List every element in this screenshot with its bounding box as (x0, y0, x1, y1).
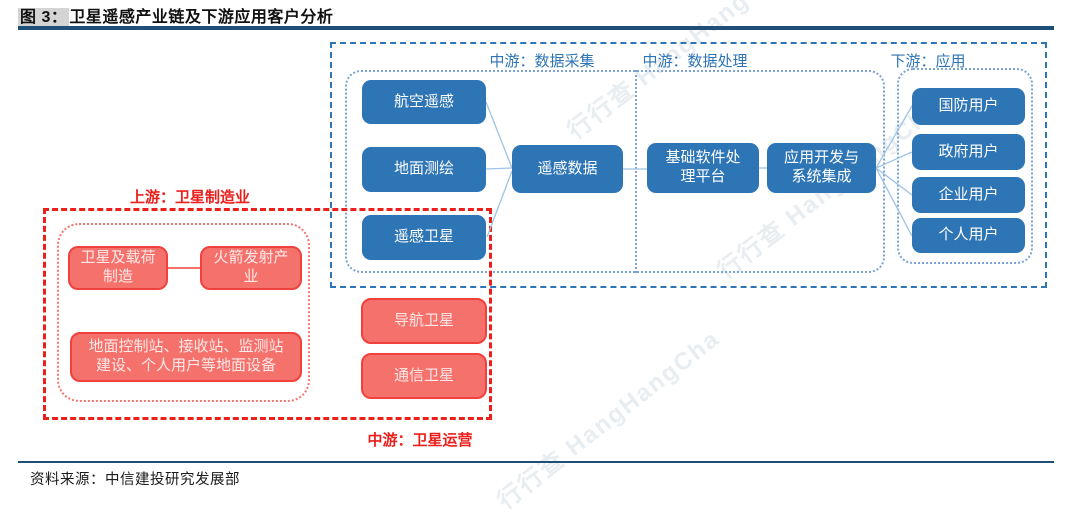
node-enterprise-users: 企业用户 (912, 177, 1025, 213)
node-government-users: 政府用户 (912, 134, 1025, 170)
node-rocket-launch-industry: 火箭发射产业 (200, 246, 302, 290)
label-upstream-manufacturing: 上游：卫星制造业 (129, 189, 251, 206)
collection-processing-divider (635, 70, 637, 273)
connector-lines (168, 101, 913, 269)
label-midstream-operation: 中游：卫星运营 (367, 432, 473, 449)
figure-number-highlight: 图 3： (18, 8, 70, 27)
node-defense-users: 国防用户 (912, 88, 1025, 125)
node-ground-surveying: 地面测绘 (362, 147, 486, 192)
node-software-platform: 基础软件处理平台 (647, 143, 759, 193)
top-rule (18, 26, 1054, 30)
data-collection-processing-container (345, 70, 885, 273)
source-attribution: 资料来源：中信建投研究发展部 (30, 472, 240, 488)
node-communication-satellite: 通信卫星 (361, 353, 487, 399)
figure-title: 图 3：卫星遥感产业链及下游应用客户分析 (18, 3, 333, 27)
midstream-downstream-dashed-container (330, 42, 1047, 288)
satellite-manufacturing-container (57, 223, 310, 402)
label-data-processing: 中游：数据处理 (642, 53, 748, 70)
node-ground-equipment: 地面控制站、接收站、监测站建设、个人用户等地面设备 (70, 332, 302, 382)
label-downstream-application: 下游：应用 (890, 53, 966, 70)
label-data-collection: 中游：数据采集 (489, 53, 595, 70)
upstream-operation-dashed-container (43, 208, 492, 420)
bottom-rule (18, 461, 1054, 463)
node-remote-sensing-data: 遥感数据 (512, 145, 623, 193)
node-remote-sensing-satellite: 遥感卫星 (362, 215, 486, 260)
node-satellite-payload-manufacturing: 卫星及载荷制造 (68, 246, 168, 290)
figure-canvas: 行行查 HangHangCha 行行查 HangHangCha 行行查 Hang… (18, 0, 1054, 515)
downstream-users-container (897, 68, 1033, 264)
node-app-dev-system-integration: 应用开发与系统集成 (767, 143, 876, 193)
node-personal-users: 个人用户 (912, 218, 1025, 253)
node-navigation-satellite: 导航卫星 (361, 298, 487, 344)
figure-title-text: 卫星遥感产业链及下游应用客户分析 (69, 9, 334, 26)
node-aerial-remote-sensing: 航空遥感 (362, 80, 486, 124)
